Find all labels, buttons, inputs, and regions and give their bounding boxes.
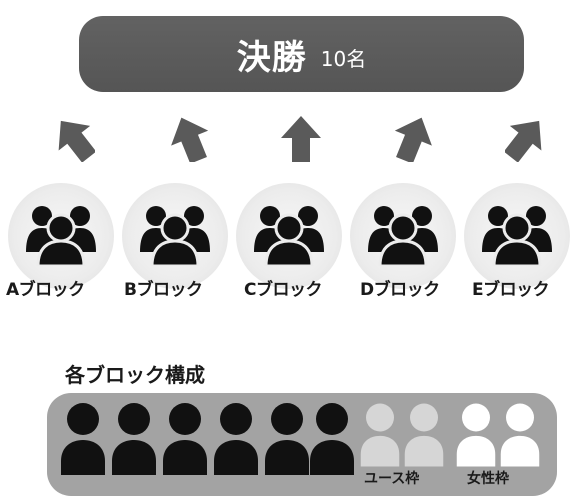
- arrow-shape: [394, 117, 432, 162]
- person-icon: [61, 403, 105, 475]
- group-icon: [482, 206, 552, 266]
- final-count: 10名: [320, 46, 367, 71]
- block-e-circle: [464, 183, 570, 289]
- block-label-c: Cブロック: [244, 280, 322, 300]
- arrow-up-icon: [58, 120, 95, 162]
- person-icon: [310, 403, 354, 475]
- arrow-shape: [281, 116, 321, 162]
- final-box: 決勝 10名: [79, 16, 524, 92]
- women-slot-label: 女性枠: [467, 471, 509, 487]
- composition-heading: 各ブロック構成: [65, 363, 205, 387]
- block-label-d: Dブロック: [360, 280, 440, 300]
- person-icon: [112, 403, 156, 475]
- person-icon: [500, 403, 540, 467]
- block-d-circle: [350, 183, 456, 289]
- group-icon: [26, 206, 96, 266]
- group-icon: [368, 206, 438, 266]
- group-icon: [254, 206, 324, 266]
- arrow-shape: [58, 120, 95, 162]
- arrow-shape: [171, 117, 209, 162]
- final-title: 決勝: [236, 37, 307, 78]
- arrow-up-icon: [394, 117, 432, 162]
- block-label-a: Aブロック: [6, 280, 85, 300]
- group-icon: [140, 206, 210, 266]
- person-icon: [214, 403, 258, 475]
- person-icon: [404, 403, 444, 467]
- arrow-up-icon: [281, 116, 321, 162]
- arrow-shape: [505, 120, 542, 162]
- youth-slot-label: ユース枠: [364, 471, 420, 487]
- person-icon: [360, 403, 400, 467]
- arrow-up-icon: [171, 117, 209, 162]
- person-icon: [163, 403, 207, 475]
- block-b-circle: [122, 183, 228, 289]
- block-label-b: Bブロック: [124, 280, 203, 300]
- block-label-e: Eブロック: [472, 280, 550, 300]
- block-a-circle: [8, 183, 114, 289]
- person-icon: [456, 403, 496, 467]
- person-icon: [265, 403, 309, 475]
- block-c-circle: [236, 183, 342, 289]
- arrow-up-icon: [505, 120, 542, 162]
